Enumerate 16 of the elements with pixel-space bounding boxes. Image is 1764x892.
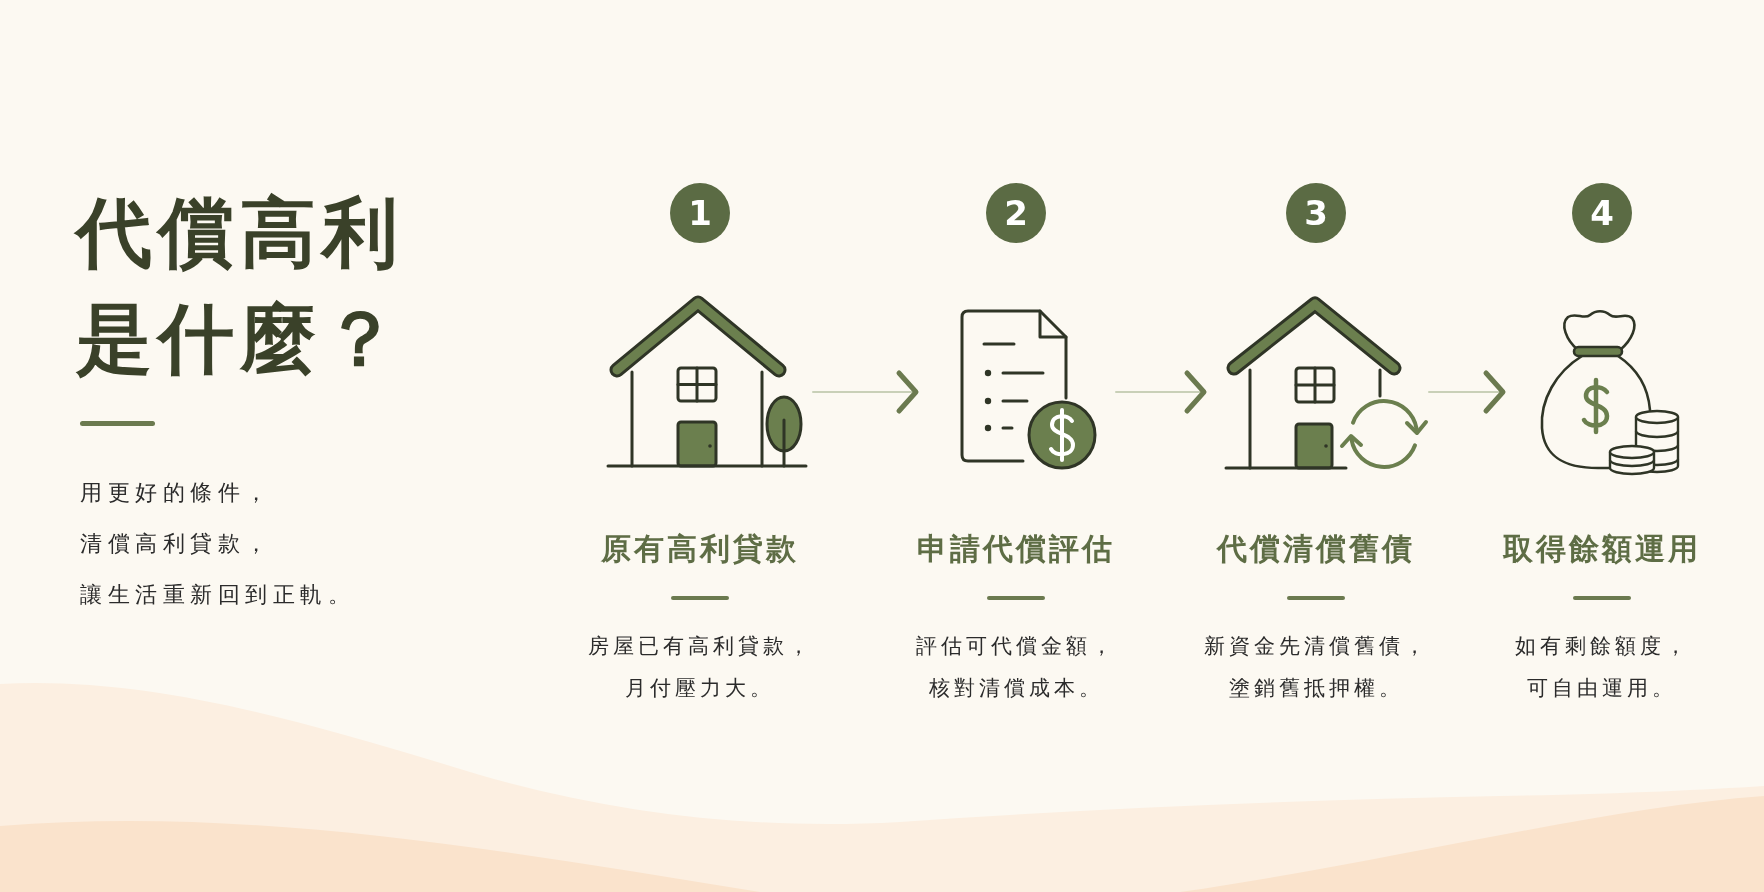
chevron-arrow xyxy=(1115,370,1207,414)
title: 代償高利是什麼？ xyxy=(76,187,405,385)
step-description: 房屋已有高利貸款，月付壓力大。 xyxy=(587,633,813,702)
step-title: 取得餘額運用 xyxy=(1503,530,1701,568)
step-number: 2 xyxy=(986,183,1046,243)
step-number: 3 xyxy=(1286,183,1346,243)
step-title: 原有高利貸款 xyxy=(601,530,799,568)
step-title: 代償清償舊債 xyxy=(1217,530,1415,568)
step-number: 4 xyxy=(1572,183,1632,243)
step-title: 申請代償評估 xyxy=(917,530,1115,568)
chevron-arrow xyxy=(812,370,919,414)
step-number: 1 xyxy=(670,183,730,243)
step-description: 如有剩餘額度，可自由運用。 xyxy=(1514,633,1690,702)
step-description: 評估可代償金額，核對清償成本。 xyxy=(916,633,1116,702)
step-description: 新資金先清償舊債，塗銷舊抵押權。 xyxy=(1203,633,1429,702)
intro-text: 用更好的條件，清償高利貸款，讓生活重新回到正軌。 xyxy=(80,479,355,609)
